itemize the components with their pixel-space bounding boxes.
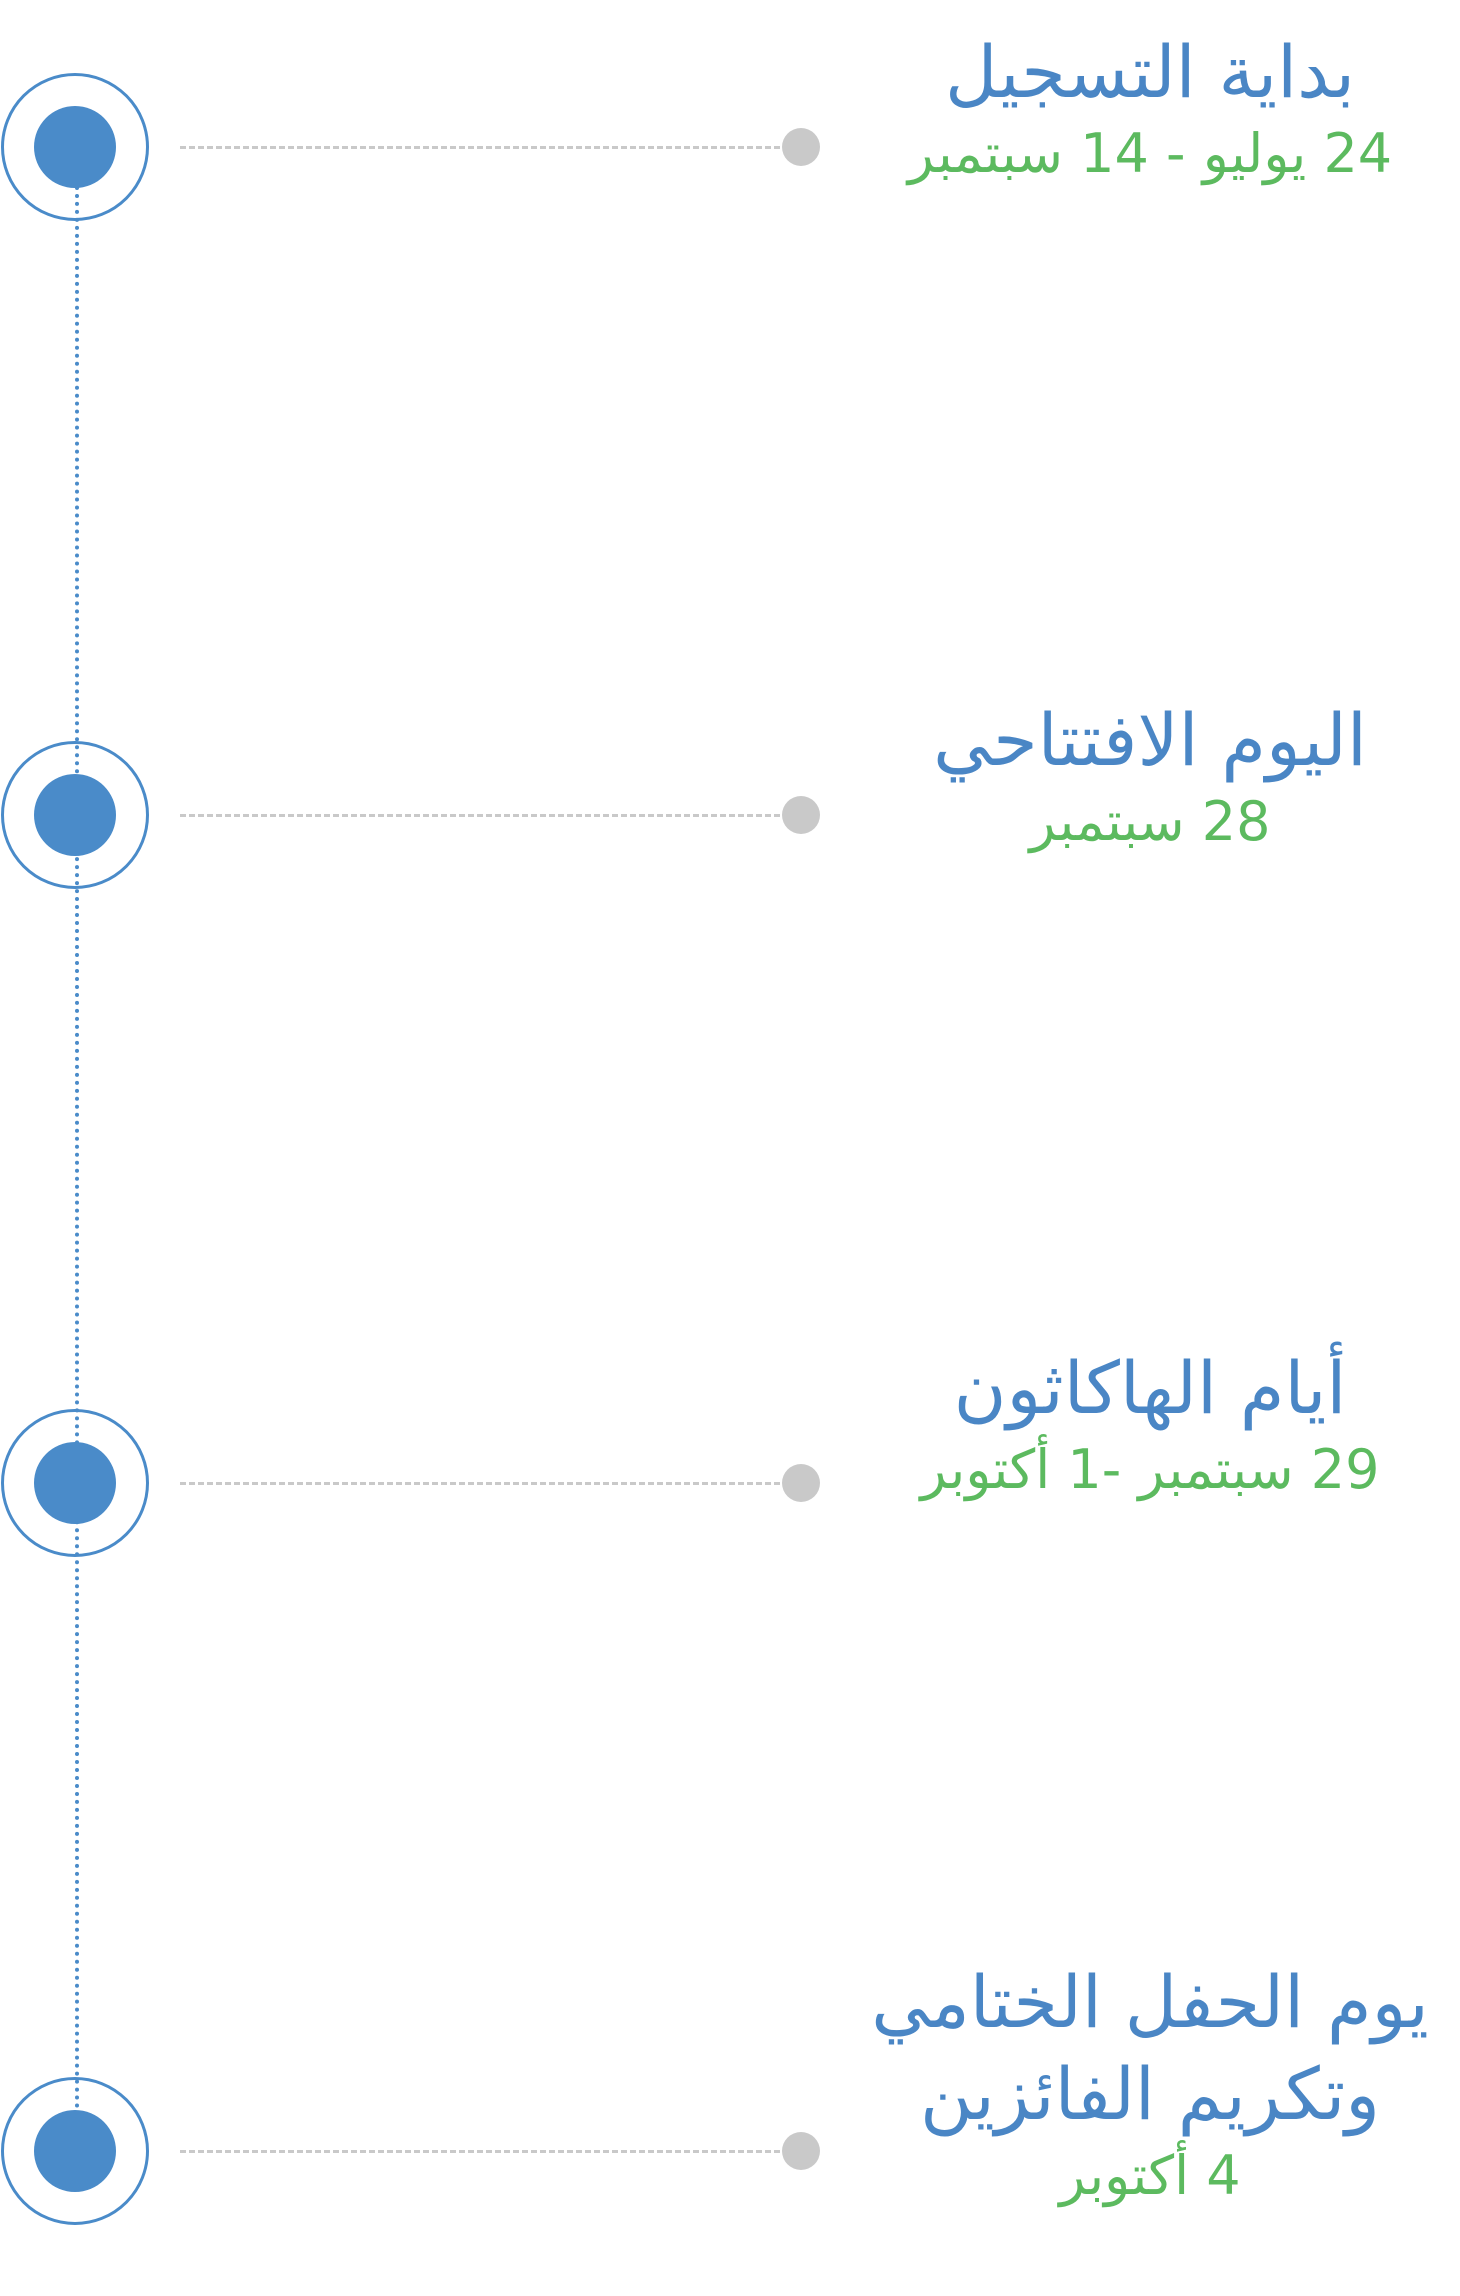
- event-date: 29 سبتمبر -1 أكتوبر: [920, 1438, 1380, 1501]
- timeline-node-registration: [0, 72, 150, 222]
- event-opening: اليوم الافتتاحي 28 سبتمبر: [840, 694, 1460, 858]
- event-title: أيام الهاكاثون: [953, 1346, 1347, 1430]
- connector-end-dot: [782, 796, 820, 834]
- connector-line: [180, 2150, 780, 2153]
- event-registration: بداية التسجيل 24 يوليو - 14 سبتمبر: [840, 26, 1460, 190]
- node-outer-ring: [1, 2077, 149, 2225]
- timeline-node-hackathon: [0, 1408, 150, 1558]
- event-date: 28 سبتمبر: [1029, 790, 1271, 853]
- timeline-node-opening: [0, 740, 150, 890]
- event-closing-ceremony: يوم الحفل الختامي وتكريم الفائزين 4 أكتو…: [840, 1956, 1460, 2212]
- event-title-line-2: وتكريم الفائزين: [919, 2052, 1381, 2136]
- node-outer-ring: [1, 741, 149, 889]
- node-outer-ring: [1, 73, 149, 221]
- event-hackathon: أيام الهاكاثون 29 سبتمبر -1 أكتوبر: [840, 1342, 1460, 1506]
- timeline-node-closing: [0, 2076, 150, 2226]
- node-inner-dot: [34, 1442, 116, 1524]
- connector-end-dot: [782, 2132, 820, 2170]
- event-title: بداية التسجيل: [945, 30, 1355, 114]
- connector-line: [180, 814, 780, 817]
- event-date: 4 أكتوبر: [1059, 2144, 1241, 2207]
- connector-line: [180, 1482, 780, 1485]
- connector-line: [180, 146, 780, 149]
- event-title-line-1: يوم الحفل الختامي: [871, 1960, 1429, 2044]
- event-date: 24 يوليو - 14 سبتمبر: [907, 122, 1393, 185]
- connector-end-dot: [782, 1464, 820, 1502]
- connector-end-dot: [782, 128, 820, 166]
- timeline-axis: [75, 146, 79, 2150]
- node-inner-dot: [34, 106, 116, 188]
- event-title: اليوم الافتتاحي: [933, 698, 1367, 782]
- node-outer-ring: [1, 1409, 149, 1557]
- node-inner-dot: [34, 2110, 116, 2192]
- node-inner-dot: [34, 774, 116, 856]
